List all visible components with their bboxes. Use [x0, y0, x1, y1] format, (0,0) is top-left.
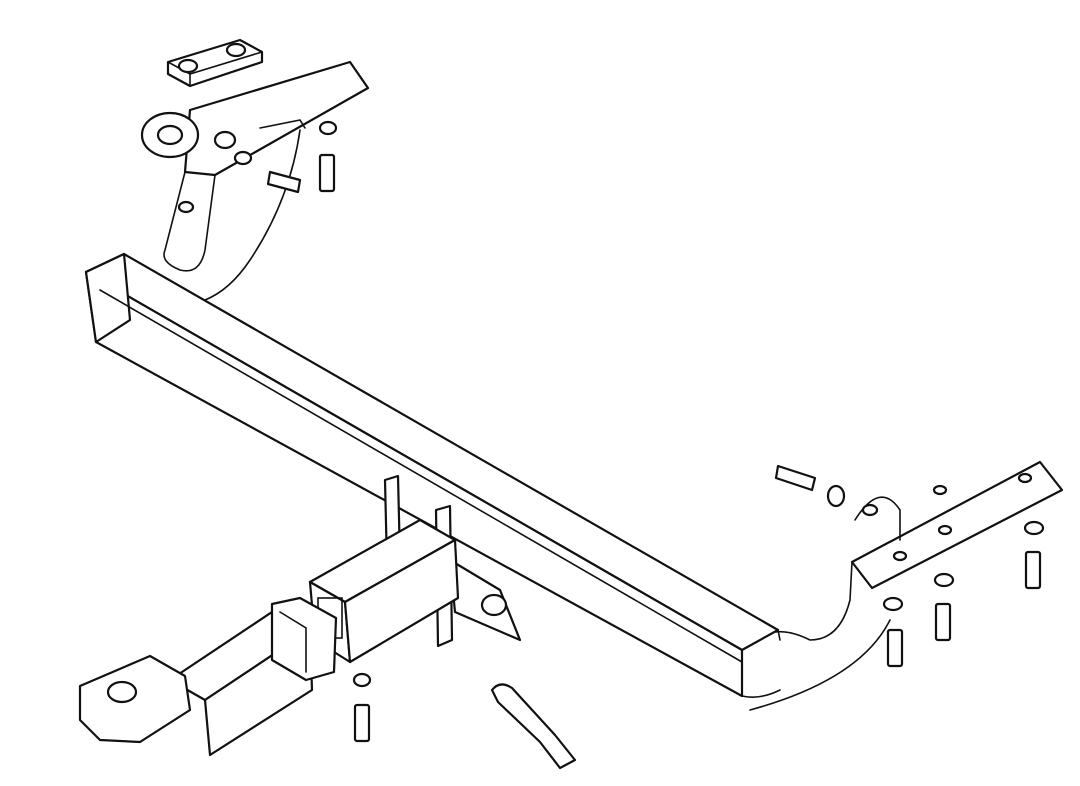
safety-pin — [490, 683, 577, 770]
clamp-plate-top — [166, 38, 264, 88]
tow-ball-plate — [78, 654, 192, 744]
main-cross-beam — [84, 252, 781, 698]
right-mounting-bracket — [749, 460, 1064, 711]
drawbar-tube — [168, 596, 338, 757]
left-bolts — [177, 120, 338, 214]
right-bolts — [774, 464, 1045, 668]
left-mounting-bracket — [140, 60, 370, 301]
hitch-bolt — [352, 672, 372, 743]
